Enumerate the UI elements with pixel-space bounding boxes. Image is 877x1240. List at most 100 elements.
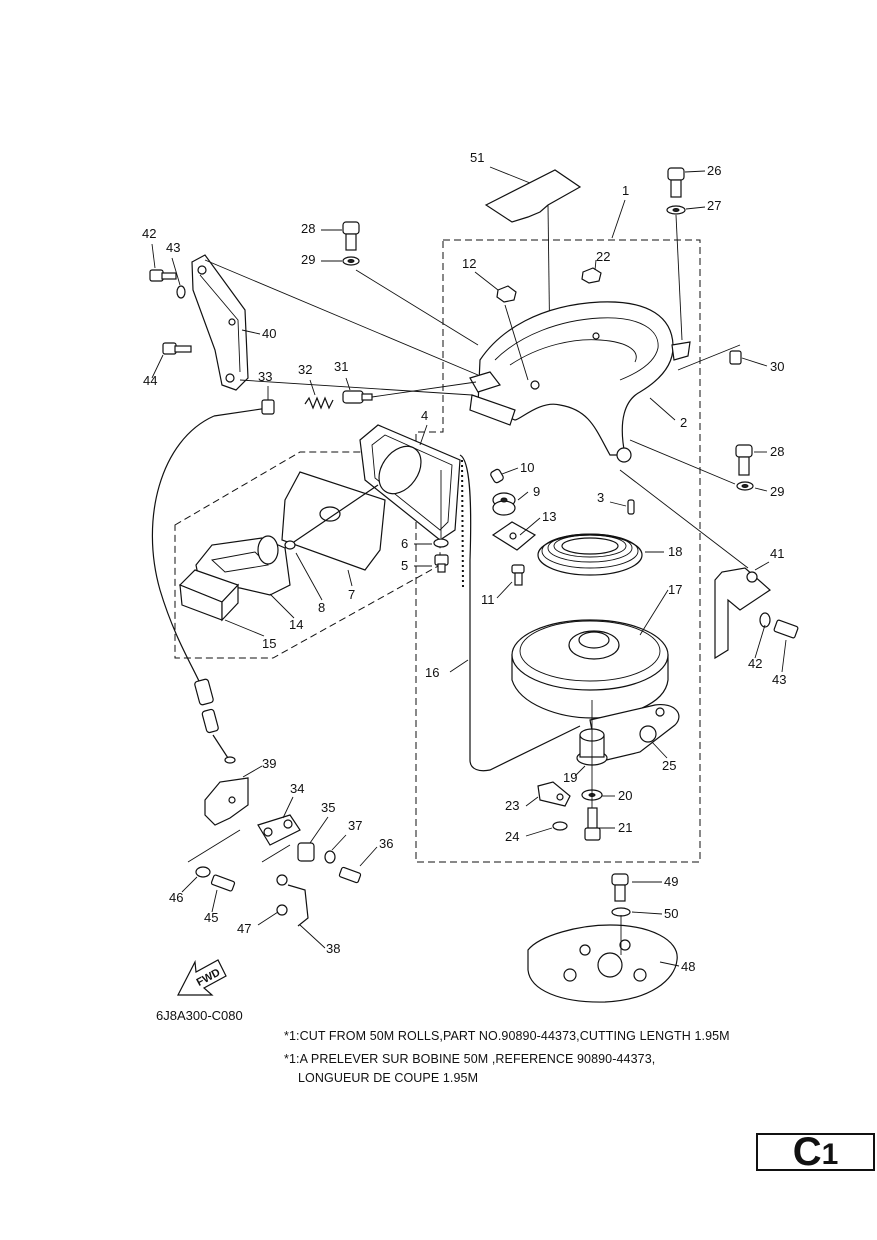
callout-number: 14 [289,617,303,632]
callout-leader [257,911,279,926]
callout-number: 3 [597,490,604,505]
page-number: 1 [821,1138,839,1171]
callout-leader [525,827,553,837]
part-22-nut [581,267,602,284]
part-50-washer [611,907,631,917]
part-21-bolt [584,807,601,841]
part-28-bolt-top [342,221,360,251]
callout-number: 9 [533,484,540,499]
part-29-washer-top [342,256,360,266]
callout-number: 50 [664,906,678,921]
callout-number: 26 [707,163,721,178]
callout-number: 51 [470,150,484,165]
callout-leader [211,889,218,913]
callout-labels: 1234567891011121314151617181920212223242… [142,150,786,974]
part-6-washer [433,538,449,548]
callout-leader [611,199,626,239]
figure-code: 6J8A300-C080 [156,1008,243,1023]
callout-leader [685,206,706,210]
callout-number: 27 [707,198,721,213]
callout-number: 5 [401,558,408,573]
part-31-plunger [342,390,373,404]
callout-number: 15 [262,636,276,651]
callout-leader [489,166,531,184]
callout-number: 4 [421,408,428,423]
callout-leader [651,741,668,759]
callout-number: 29 [301,252,315,267]
callout-leader [241,329,261,335]
callout-number: 22 [596,249,610,264]
callout-number: 28 [301,221,315,236]
part-17-rope-pulley [511,619,669,719]
callout-number: 36 [379,836,393,851]
callout-leader [181,876,198,893]
part-2-starter-housing [469,301,691,463]
callout-number: 35 [321,800,335,815]
callout-number: 2 [680,415,687,430]
part-43-washer-right [759,612,771,628]
part-35-collar [297,842,315,862]
callout-number: 11 [481,592,495,607]
callout-number: 30 [770,359,784,374]
callout-number: 42 [142,226,156,241]
part-3-pin [627,499,635,515]
callout-number: 17 [668,582,682,597]
callout-leader [242,765,263,778]
part-8-rope-stopper [284,540,296,550]
callout-leader [649,397,676,421]
callout-leader [594,259,597,271]
part-46-washer [195,866,211,878]
callout-number: 18 [668,544,682,559]
callout-leader [684,170,706,173]
callout-number: 19 [563,770,577,785]
part-42-bolt-right [773,619,799,639]
part-5-bolt [434,554,449,573]
part-27-washer [666,205,686,215]
note-line-french: *1:A PRELEVER SUR BOBINE 50M ,REFERENCE … [284,1052,656,1066]
callout-number: 32 [298,362,312,377]
callout-leader [269,593,295,619]
callout-number: 34 [290,781,304,796]
part-16-starter-rope [459,454,581,772]
callout-leader [299,924,326,949]
callout-leader [496,581,513,599]
part-26-bolt [667,167,685,198]
callout-number: 13 [542,509,556,524]
callout-leader [609,501,627,507]
callout-number: 44 [143,373,157,388]
part-28-bolt-right [735,444,753,476]
callout-number: 24 [505,829,519,844]
callout-number: 28 [770,444,784,459]
part-10-pin [490,468,504,484]
part-34-lever [257,814,301,846]
part-4-handle-holder [359,424,461,541]
part-15-handle-cap [178,569,240,622]
part-23-clip [537,781,571,807]
part-40-bracket [191,254,249,391]
part-12-nut [496,285,517,303]
callout-number: 20 [618,788,632,803]
callout-number: 8 [318,600,325,615]
callout-leader [631,911,663,915]
part-7-damper [281,471,386,571]
part-48-plate [527,924,678,1003]
callout-leader [309,379,316,396]
callout-number: 7 [348,587,355,602]
callout-leader [754,561,770,571]
part-42-bolt-left [149,269,177,282]
callout-leader [639,589,669,636]
assembly-group-1-outline [415,239,701,863]
callout-leader [151,354,164,379]
callout-leader [347,569,353,587]
part-39-bracket [204,777,249,826]
part-37-washer [324,850,336,864]
callout-number: 6 [401,536,408,551]
callout-number: 37 [348,818,362,833]
callout-number: 29 [770,484,784,499]
callout-number: 43 [772,672,786,687]
callout-number: 33 [258,369,272,384]
callout-number: 39 [262,756,276,771]
page-label: C 1 [756,1132,875,1172]
part-36-bolt [338,866,362,884]
